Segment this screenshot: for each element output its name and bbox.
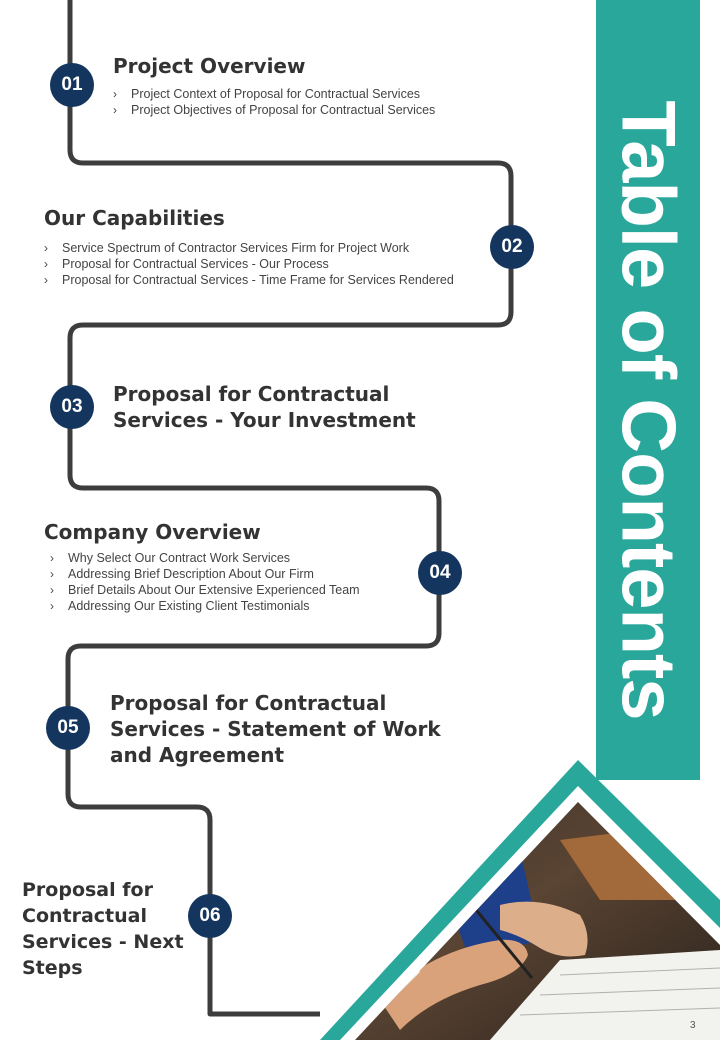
section-heading[interactable]: Proposal for Contractual Services - Stat… [110, 690, 441, 768]
section-number-badge: 04 [418, 551, 462, 595]
list-item[interactable]: ›Project Objectives of Proposal for Cont… [113, 103, 436, 117]
list-item[interactable]: ›Service Spectrum of Contractor Services… [44, 241, 410, 255]
list-item[interactable]: ›Addressing Our Existing Client Testimon… [50, 599, 310, 613]
heading-line: Contractual [22, 905, 148, 927]
list-item[interactable]: ›Proposal for Contractual Services - Tim… [44, 273, 454, 287]
section-heading[interactable]: Proposal for Contractual Services - Next… [22, 877, 184, 981]
section-number-badge: 05 [46, 706, 90, 750]
title-sidebar [596, 0, 700, 780]
chevron-right-icon: › [50, 599, 54, 613]
section-heading[interactable]: Proposal for Contractual Services - Your… [113, 381, 416, 433]
section-number-badge: 02 [490, 225, 534, 269]
chevron-right-icon: › [44, 273, 48, 287]
list-item[interactable]: ›Brief Details About Our Extensive Exper… [50, 583, 360, 597]
section-number-badge: 01 [50, 63, 94, 107]
section-subitems: ›Why Select Our Contract Work Services ›… [50, 550, 360, 614]
page-title: Table of Contents [605, 100, 691, 720]
section-number-badge: 06 [188, 894, 232, 938]
chevron-right-icon: › [50, 583, 54, 597]
heading-line: Services - Next [22, 931, 184, 953]
chevron-right-icon: › [113, 103, 117, 117]
contract-signing-photo [320, 760, 720, 1040]
list-item[interactable]: ›Proposal for Contractual Services - Our… [44, 257, 329, 271]
section-heading[interactable]: Our Capabilities [44, 206, 225, 230]
heading-line: and Agreement [110, 743, 285, 767]
chevron-right-icon: › [50, 567, 54, 581]
section-heading[interactable]: Company Overview [44, 520, 261, 544]
section-subitems: ›Service Spectrum of Contractor Services… [44, 240, 454, 288]
heading-line: Services - Statement of Work [110, 717, 441, 741]
heading-line: Proposal for [22, 879, 153, 901]
page-number: 3 [690, 1020, 696, 1031]
heading-line: Steps [22, 957, 83, 979]
list-item[interactable]: ›Project Context of Proposal for Contrac… [113, 87, 421, 101]
heading-line: Proposal for Contractual [110, 691, 387, 715]
heading-line: Proposal for Contractual [113, 382, 390, 406]
chevron-right-icon: › [50, 551, 54, 565]
heading-line: Services - Your Investment [113, 408, 416, 432]
list-item[interactable]: ›Why Select Our Contract Work Services [50, 551, 291, 565]
section-subitems: ›Project Context of Proposal for Contrac… [113, 86, 435, 118]
chevron-right-icon: › [44, 241, 48, 255]
section-heading[interactable]: Project Overview [113, 54, 306, 78]
list-item[interactable]: ›Addressing Brief Description About Our … [50, 567, 314, 581]
chevron-right-icon: › [113, 87, 117, 101]
chevron-right-icon: › [44, 257, 48, 271]
section-number-badge: 03 [50, 385, 94, 429]
